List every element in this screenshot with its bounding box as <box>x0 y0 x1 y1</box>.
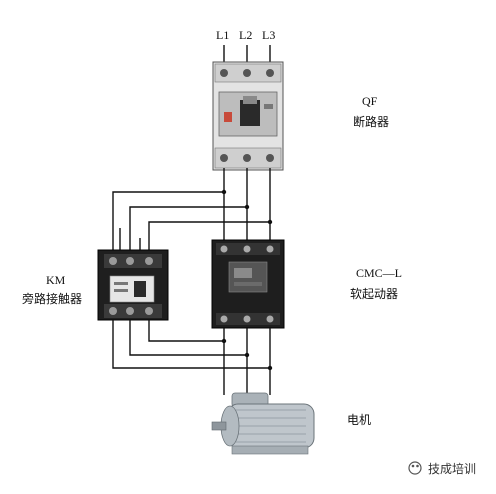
contactor-name-label: 旁路接触器 <box>22 291 82 306</box>
phase-label-l2: L2 <box>239 28 252 42</box>
motor <box>211 392 315 455</box>
watermark: 技成培训 <box>408 461 476 476</box>
phase-labels: L1 L2 L3 <box>216 28 275 42</box>
phase-label-l1: L1 <box>216 28 229 42</box>
phase-label-l3: L3 <box>262 28 275 42</box>
motor-label: 电机 <box>347 413 371 427</box>
watermark-logo-icon <box>408 461 422 475</box>
breaker-name-label: 断路器 <box>353 114 389 129</box>
tap-dots-top <box>221 189 273 225</box>
breaker-to-starter-wires <box>112 168 271 252</box>
starter-code-label: CMC—L <box>356 266 402 280</box>
watermark-text: 技成培训 <box>428 461 476 476</box>
bypass-contactor-km <box>97 249 169 321</box>
starter-name-label: 软起动器 <box>350 287 398 301</box>
tap-dots-bottom <box>221 338 273 371</box>
circuit-breaker-qf <box>212 61 284 171</box>
soft-starter-cmc-l <box>211 239 285 329</box>
starter-to-motor-wires <box>112 320 271 395</box>
breaker-code-label: QF <box>362 94 378 108</box>
contactor-code-label: KM <box>46 273 66 287</box>
supply-wires <box>223 45 271 64</box>
